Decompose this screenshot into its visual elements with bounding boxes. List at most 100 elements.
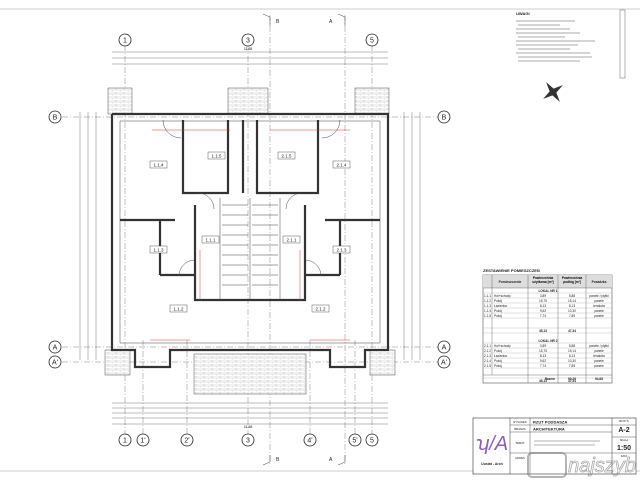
room-number: 2.1.2	[484, 349, 491, 353]
room-number: 2.1.4	[484, 359, 491, 363]
room-name: Łazienka	[494, 304, 507, 308]
room-name: Pokój	[494, 314, 502, 318]
room-labels: 1.1.4 1.1.5 2.1.5 2.1.4 1.1.3 1.1.1 2.1.…	[149, 151, 351, 313]
axis-label: A'	[441, 360, 447, 367]
sheet-number-label: NR RYS.	[619, 419, 630, 423]
floor-area: 5,88	[569, 294, 575, 298]
floor-area: 7,89	[569, 314, 575, 318]
firm-name: Uusiat - Arch	[481, 462, 503, 466]
room-schedule-table: ZESTAWIENIE POMIESZCZEŃ Pomieszczenie Po…	[482, 268, 613, 384]
chimney	[354, 87, 390, 115]
label-topic: TEMAT	[515, 441, 525, 445]
sum-usable: 45,13	[539, 379, 547, 383]
walls	[110, 112, 390, 369]
dimension-lines: 1148 1148	[79, 46, 421, 429]
axis-label: 3	[246, 438, 250, 445]
flooring: terakota	[593, 354, 605, 358]
usable-area: 3,89	[540, 294, 546, 298]
usable-area: 7,74	[540, 314, 546, 318]
overall-dimension-bottom: 1148	[244, 424, 253, 429]
label-branch: BRANŻA	[514, 426, 525, 431]
floor-area: 10,30	[568, 359, 576, 363]
axis-label: A	[53, 345, 58, 352]
flooring: panele	[594, 314, 604, 318]
floor-area: 15,14	[568, 299, 576, 303]
axis-label: B	[53, 115, 58, 122]
room-name: Pokój	[494, 349, 502, 353]
section-label: A	[329, 19, 333, 25]
floor-area: 15,14	[568, 349, 576, 353]
room-label: 1.1.3	[153, 248, 164, 253]
room-number: 1.1.1	[484, 294, 491, 298]
flooring: panele	[594, 299, 604, 303]
usable-area: 8,13	[540, 354, 546, 358]
terrace	[193, 353, 307, 395]
axis-markers: 1 3 5 1 1' 2' 3 4' 5' 5 B A A' B A A'	[48, 33, 451, 447]
table-header: Pomieszczenie	[499, 280, 522, 284]
total-floor: 94,68	[595, 377, 603, 381]
section-label: LOKAL NR 1	[538, 289, 557, 293]
axis-label: 1	[123, 38, 127, 45]
axis-label: 3	[246, 38, 250, 45]
table-header: Powierzchnia użytkowa [m²]	[532, 276, 554, 284]
label-drawing: RYSUNEK	[513, 420, 527, 424]
notes-title: UWAGI	[516, 11, 530, 16]
room-name: Hol+schody	[494, 344, 511, 348]
usable-area: 3,89	[540, 344, 546, 348]
section-label: LOKAL NR 2	[538, 339, 557, 343]
total-label: Razem	[545, 377, 555, 381]
room-number: 2.1.1	[484, 344, 491, 348]
axis-label: 1'	[140, 438, 145, 445]
axis-label: A'	[52, 360, 58, 367]
floor-area: 5,88	[569, 344, 575, 348]
title-block: ʮ/A Uusiat - Arch RYSUNEK BRANŻA TEMAT A…	[472, 417, 637, 475]
room-number: 1.1.5	[484, 314, 491, 318]
axis-label: 5	[370, 438, 374, 445]
room-name: Pokój	[494, 309, 502, 313]
room-name: Hol+schody	[494, 294, 511, 298]
room-number: 1.1.3	[484, 304, 491, 308]
room-number: 2.1.3	[484, 354, 491, 358]
table-title: ZESTAWIENIE POMIESZCZEŃ	[483, 268, 540, 273]
north-arrow-icon	[543, 82, 563, 102]
usable-area: 8,13	[540, 304, 546, 308]
flooring: panele	[594, 364, 604, 368]
section-markers: B A B A	[262, 13, 346, 466]
branch-value: ARCHITEKTURA	[533, 427, 565, 432]
room-label: 2.1.5	[281, 154, 292, 159]
floor-area: 8,13	[569, 354, 575, 358]
date-label: DATA	[621, 454, 628, 458]
watermark-logo: najszyb	[527, 452, 636, 478]
brick-wall	[369, 349, 396, 376]
room-number: 2.1.5	[484, 364, 491, 368]
company-logo: ʮ/A	[476, 433, 508, 455]
floor-area: 8,13	[569, 304, 575, 308]
brick-wall	[104, 349, 131, 376]
flooring: terakota	[593, 304, 605, 308]
room-label: 1.1.5	[211, 154, 222, 159]
axis-label: A	[442, 345, 447, 352]
axis-label: 2'	[184, 438, 189, 445]
room-label: 2.1.3	[336, 248, 347, 253]
scale-value: 1:50	[617, 445, 631, 452]
table-header: Powierzchnia podłóg [m²]	[561, 276, 583, 284]
usable-area: 15,75	[539, 349, 547, 353]
table-header: Posadzka	[592, 280, 607, 284]
total-usable: 90,26	[568, 377, 576, 381]
flooring: panele	[594, 309, 604, 313]
chimney	[227, 87, 269, 115]
section-label: B	[276, 457, 280, 463]
room-label: 1.1.4	[153, 163, 164, 168]
room-name: Pokój	[494, 299, 502, 303]
flooring: panele / płytki	[589, 294, 609, 298]
usable-area: 9,62	[540, 359, 546, 363]
room-label: 2.1.4	[336, 163, 347, 168]
section-label: A	[329, 457, 333, 463]
room-number: 1.1.4	[484, 309, 491, 313]
room-label: 2.1.1	[286, 238, 297, 243]
room-number: 1.1.2	[484, 299, 491, 303]
floor-area: 10,30	[568, 309, 576, 313]
sum-floor: 47,34	[568, 379, 576, 383]
flooring: panele	[594, 349, 604, 353]
chimney	[107, 87, 133, 115]
